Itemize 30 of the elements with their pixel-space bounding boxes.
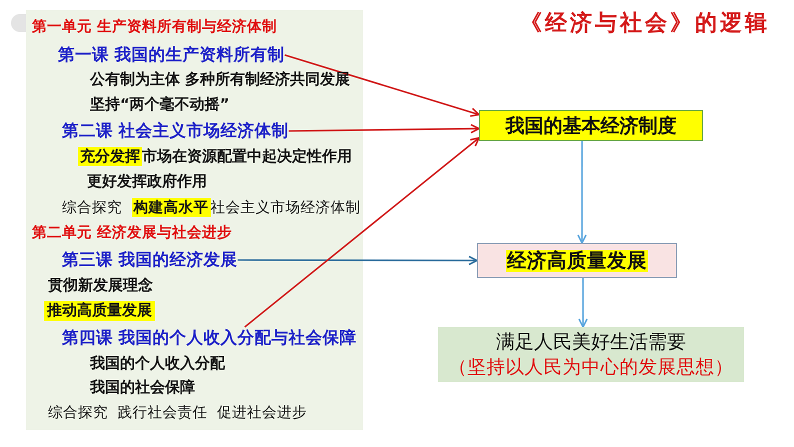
concept-box bbox=[438, 327, 744, 382]
point-text: 贯彻新发展理念 bbox=[48, 276, 153, 296]
point-text: 更好发挥政府作用 bbox=[87, 172, 207, 192]
box-label: 我国的基本经济制度 bbox=[506, 114, 676, 138]
point-text: 我国的个人收入分配 bbox=[90, 354, 225, 374]
lesson-title: 第三课 我国的经济发展 bbox=[62, 249, 238, 271]
arrow bbox=[244, 137, 480, 328]
point-text: 充分发挥市场在资源配置中起决定性作用 bbox=[78, 147, 352, 167]
lesson-title: 第四课 我国的个人收入分配与社会保障 bbox=[62, 327, 357, 349]
arrow bbox=[578, 278, 588, 328]
concept-box bbox=[477, 243, 677, 278]
box-label: 满足人民美好生活需要 bbox=[496, 330, 686, 354]
diagram-title: 《经济与社会》的逻辑 bbox=[520, 9, 770, 38]
lesson-title: 第一课 我国的生产资料所有制 bbox=[58, 44, 285, 66]
arrow bbox=[238, 256, 478, 266]
lesson-title: 第二课 社会主义市场经济体制 bbox=[62, 120, 289, 142]
point-text: 公有制为主体 多种所有制经济共同发展 bbox=[90, 70, 350, 90]
box-label: 经济高质量发展 bbox=[506, 250, 648, 272]
concept-box bbox=[479, 110, 703, 141]
arrow bbox=[284, 54, 480, 117]
box-note: （坚持以人民为中心的发展思想） bbox=[448, 356, 734, 380]
arrow bbox=[288, 124, 480, 134]
unit-heading: 第二单元 经济发展与社会进步 bbox=[32, 223, 232, 243]
outline-panel bbox=[26, 10, 363, 430]
point-text: 我国的社会保障 bbox=[90, 378, 195, 398]
arrow bbox=[577, 141, 587, 244]
highlighted-text: 推动高质量发展 bbox=[44, 301, 155, 321]
unit-heading: 第一单元 生产资料所有制与经济体制 bbox=[32, 17, 278, 37]
inquiry-text: 综合探究 践行社会责任 促进社会进步 bbox=[48, 404, 308, 423]
point-text: 坚持“两个毫不动摇” bbox=[90, 95, 230, 115]
